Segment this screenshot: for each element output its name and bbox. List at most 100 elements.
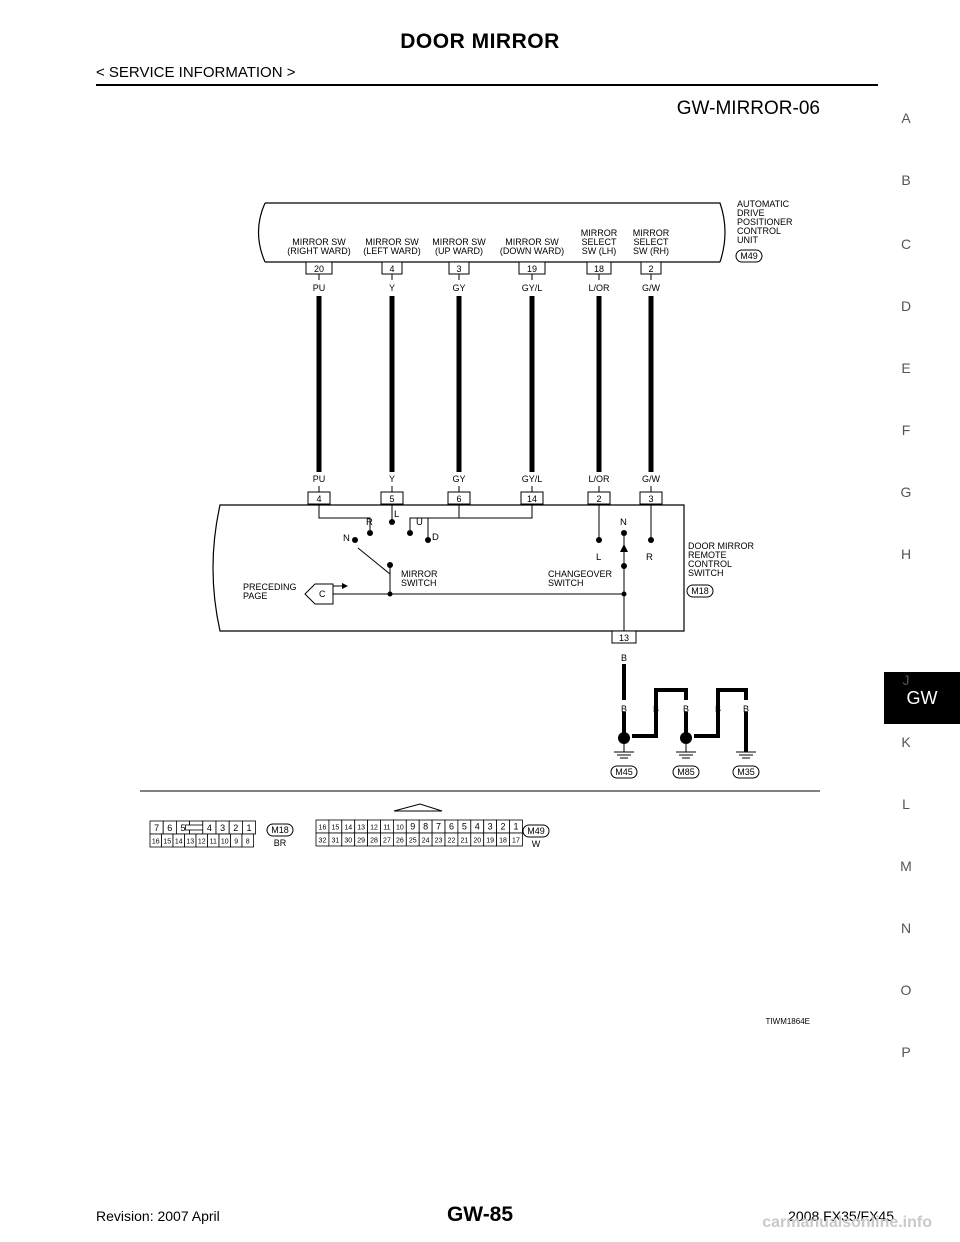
svg-text:CONTROL: CONTROL (737, 226, 781, 236)
wire-color-top: G/W (642, 283, 661, 293)
connector-pin: 20 (473, 838, 481, 845)
connector-pin: 8 (423, 822, 428, 832)
connector-pin: 9 (234, 839, 238, 846)
connector-pin: 13 (357, 825, 365, 832)
side-index-letter[interactable]: E (901, 360, 911, 376)
wire-color-bottom: G/W (642, 474, 661, 484)
connector-pin: 28 (370, 838, 378, 845)
connector-pin: 3 (220, 823, 225, 833)
diagram-title: GW-MIRROR-06 (677, 98, 820, 119)
connector-m49-lock (393, 803, 443, 812)
connector-pin: 15 (163, 839, 171, 846)
side-index-letter[interactable]: J (902, 672, 910, 688)
side-index-letter[interactable]: D (900, 298, 912, 314)
side-index-tab-active[interactable]: GW (884, 672, 960, 724)
changeover-pos-l: L (596, 552, 601, 563)
svg-text:SWITCH: SWITCH (688, 568, 724, 578)
side-index-letter[interactable]: P (901, 1044, 911, 1060)
connector-pin: 2 (501, 822, 506, 832)
mirror-pos-n: N (343, 533, 350, 544)
terminal-label: SELECT (581, 237, 617, 247)
svg-text:SWITCH: SWITCH (548, 578, 584, 588)
side-index-letter[interactable]: M (900, 858, 912, 874)
connector-pin: 2 (233, 823, 238, 833)
connector-pin: 31 (331, 838, 339, 845)
changeover-pos-n: N (620, 517, 627, 528)
connector-pin: 10 (396, 825, 404, 832)
mirror-switch-label: MIRROR SWITCH (401, 569, 438, 588)
side-index-letter[interactable]: O (900, 982, 912, 998)
side-index-letter[interactable]: B (901, 172, 911, 188)
mirror-pos-d: D (432, 532, 439, 543)
connector-pin: 27 (383, 838, 391, 845)
side-index-letter[interactable]: A (901, 110, 911, 126)
terminal-label: (UP WARD) (435, 246, 483, 256)
page-title: DOOR MIRROR (400, 30, 560, 53)
svg-text:CONTROL: CONTROL (688, 559, 732, 569)
connector-pin: 14 (175, 839, 183, 846)
mirror-pos-r: R (366, 517, 373, 528)
svg-text:DRIVE: DRIVE (737, 208, 765, 218)
wire-color-bottom: GY (452, 474, 465, 484)
top-pin-number: 18 (594, 264, 604, 274)
changeover-contacts (596, 530, 654, 597)
connector-pin: 8 (246, 839, 250, 846)
switch-connector-badge (686, 584, 714, 598)
wire-color-top: GY (452, 283, 465, 293)
connector-m49-name: M49 (527, 826, 545, 836)
side-index-letter[interactable]: L (902, 796, 910, 812)
connector-pin: 14 (344, 825, 352, 832)
side-index-letter[interactable]: G (900, 484, 912, 500)
unit-connector-label: M49 (740, 251, 758, 261)
changeover-label: CHANGEOVER SWITCH (548, 569, 613, 588)
connector-pin: 5 (462, 822, 467, 832)
wire-color-top: PU (313, 283, 326, 293)
header-rule (96, 84, 878, 86)
bottom-pin-number: 3 (648, 494, 653, 504)
svg-text:DOOR MIRROR: DOOR MIRROR (688, 541, 754, 551)
ground-wiring (622, 664, 748, 752)
side-index-letter[interactable]: K (901, 734, 911, 750)
svg-text:B: B (683, 704, 689, 714)
side-index-letter[interactable]: F (901, 422, 911, 438)
preceding-page-marker (304, 583, 334, 605)
svg-text:PAGE: PAGE (243, 591, 267, 601)
unit-connector-badge (735, 249, 763, 263)
side-index-letter[interactable]: N (900, 920, 912, 936)
svg-text:B: B (743, 704, 749, 714)
ground-splices (618, 732, 692, 744)
connector-pin: 24 (422, 838, 430, 845)
connector-pin: 4 (207, 823, 212, 833)
connector-pin: 12 (198, 839, 206, 846)
ground-badge (672, 765, 700, 779)
mirror-pos-l: L (394, 509, 399, 520)
connector-cell (241, 833, 254, 848)
connector-pin: 30 (344, 838, 352, 845)
connector-pin: 23 (435, 838, 443, 845)
connector-pin: 6 (449, 822, 454, 832)
side-index-letter[interactable]: H (900, 546, 912, 562)
connector-pin: 6 (167, 823, 172, 833)
wire-color-bottom: Y (389, 474, 395, 484)
connector-m18-color: BR (274, 838, 287, 848)
preceding-page-marker-label: C (319, 589, 326, 599)
terminal-label: MIRROR SW (432, 237, 486, 247)
wire-color-bottom: L/OR (588, 474, 610, 484)
bottom-pin-number: 5 (389, 494, 394, 504)
unit-label: AUTOMATIC DRIVE POSITIONER CONTROL UNIT (737, 199, 793, 245)
connector-pin: 26 (396, 838, 404, 845)
wire-color-bottom: GY/L (522, 474, 543, 484)
wire-color-top: GY/L (522, 283, 543, 293)
wire-color-top: Y (389, 283, 395, 293)
changeover-pos-r: R (646, 552, 653, 563)
connector-m49-badge (522, 824, 550, 838)
connector-pin: 17 (512, 838, 520, 845)
svg-text:POSITIONER: POSITIONER (737, 217, 793, 227)
side-index-letter[interactable]: C (900, 236, 912, 252)
bottom-pin-number: 6 (456, 494, 461, 504)
terminal-label: MIRROR SW (505, 237, 559, 247)
connector-pin: 11 (383, 825, 390, 832)
